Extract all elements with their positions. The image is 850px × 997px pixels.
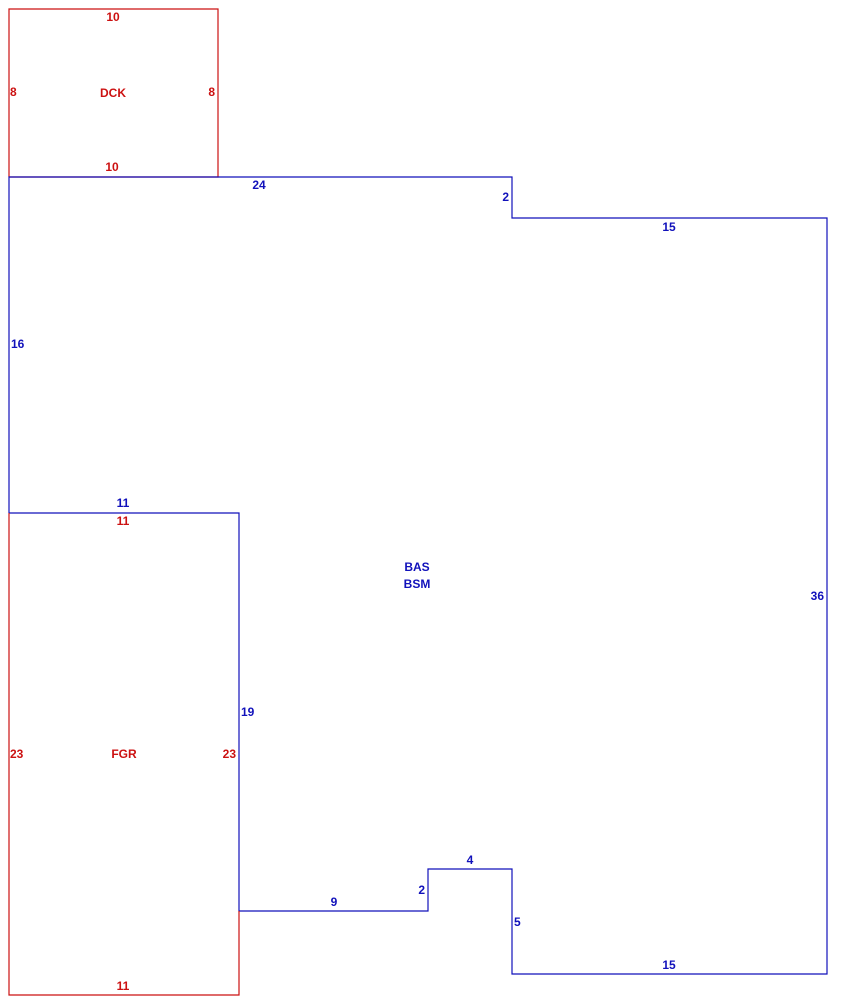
dck-dim-bottom: 10 xyxy=(105,160,119,174)
fgr-dim-bottom: 11 xyxy=(117,979,130,993)
fgr-outline xyxy=(8,513,240,996)
bas-dim-notch-top: 4 xyxy=(467,853,474,867)
bas-dim-top-right: 15 xyxy=(662,220,676,234)
bas-label-1: BAS xyxy=(404,560,429,574)
bas-dim-notch-right: 5 xyxy=(514,915,521,929)
bas-dim-bottom-right: 15 xyxy=(662,958,676,972)
bas-outline xyxy=(8,176,828,975)
bas-dim-garage-top: 11 xyxy=(117,496,130,510)
bas-dim-notch-left: 2 xyxy=(418,883,425,897)
dck-dim-left: 8 xyxy=(10,85,17,99)
bas-dim-step-top: 2 xyxy=(502,190,509,204)
bas-dim-left: 16 xyxy=(11,337,25,351)
fgr-dim-left: 23 xyxy=(10,747,24,761)
dck-dim-right: 8 xyxy=(208,85,215,99)
bas-dim-top: 24 xyxy=(252,178,266,192)
bas-dim-garage-side: 19 xyxy=(241,705,255,719)
bas-dim-right: 36 xyxy=(811,589,825,603)
fgr-area xyxy=(8,513,240,996)
dck-dim-top: 10 xyxy=(106,10,120,24)
fgr-label: FGR xyxy=(111,747,137,761)
bas-dim-bottom-mid: 9 xyxy=(331,895,338,909)
bas-label-2: BSM xyxy=(404,577,431,591)
bas-area xyxy=(8,176,828,975)
fgr-dim-right: 23 xyxy=(223,747,237,761)
dck-label: DCK xyxy=(100,86,126,100)
fgr-dim-top: 11 xyxy=(117,514,130,528)
